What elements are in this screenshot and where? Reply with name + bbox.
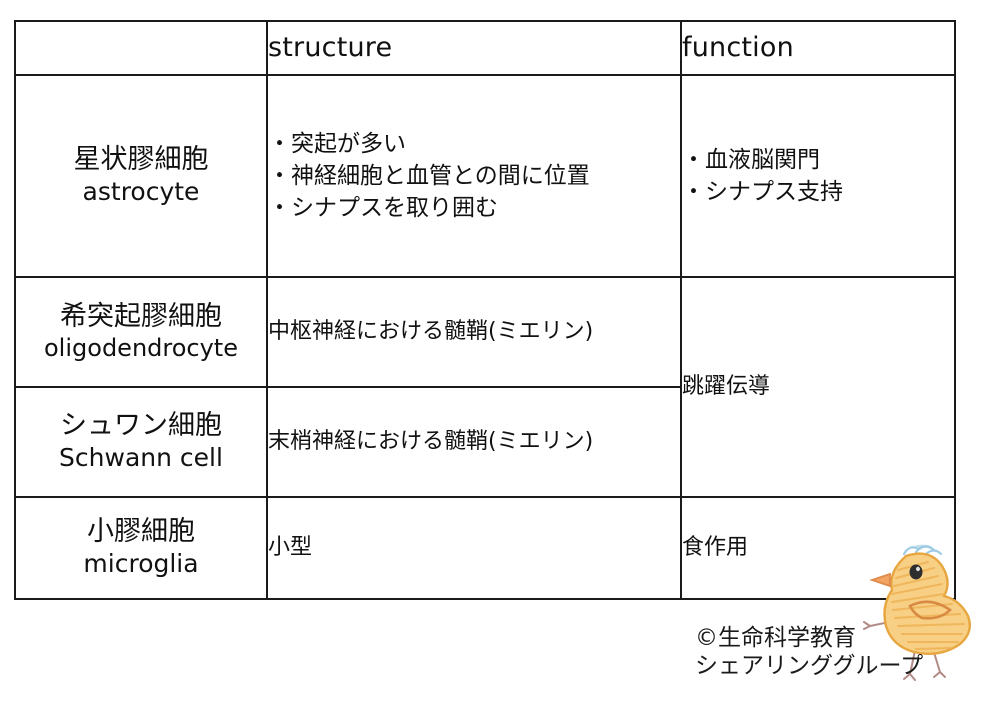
cell-function-astrocyte: ・血液脳関門 ・シナプス支持 — [680, 74, 956, 278]
cell-function-saltatory-conduction: 跳躍伝導 — [680, 276, 956, 498]
function-line: ・血液脳関門 — [682, 146, 820, 173]
cell-function-microglia: 食作用 — [680, 496, 956, 600]
header-cell-structure: structure — [266, 20, 682, 76]
chick-wing — [908, 600, 953, 620]
structure-line: ・神経細胞と血管との間に位置 — [268, 162, 590, 189]
header-cell-function: function — [680, 20, 956, 76]
cell-structure-astrocyte: ・突起が多い ・神経細胞と血管との間に位置 ・シナプスを取り囲む — [266, 74, 682, 278]
name-jp-astrocyte: 星状膠細胞 — [73, 144, 209, 176]
structure-line: 末梢神経における髄鞘(ミエリン) — [268, 429, 594, 455]
function-line: ・シナプス支持 — [682, 179, 843, 205]
credit-text: ©生命科学教育 シェアリンググループ — [695, 624, 975, 680]
cell-name-astrocyte: 星状膠細胞 astrocyte — [14, 74, 268, 278]
name-en-microglia: microglia — [83, 549, 199, 579]
name-en-oligodendrocyte: oligodendrocyte — [44, 333, 238, 362]
header-cell-blank — [14, 20, 268, 76]
cell-structure-oligodendrocyte: 中枢神経における髄鞘(ミエリン) — [266, 276, 682, 388]
table-row-microglia: 小膠細胞 microglia 小型 食作用 — [14, 496, 956, 600]
name-en-astrocyte: astrocyte — [82, 177, 200, 207]
table-row-schwann-cell: シュワン細胞 Schwann cell 末梢神経における髄鞘(ミエリン) — [14, 386, 955, 498]
structure-line: 小型 — [268, 535, 313, 561]
function-line: 食作用 — [682, 535, 749, 561]
table-row-astrocyte: 星状膠細胞 astrocyte ・突起が多い ・神経細胞と血管との間に位置 ・シ… — [14, 74, 956, 278]
cell-name-oligodendrocyte: 希突起膠細胞 oligodendrocyte — [14, 276, 268, 388]
name-jp-oligodendrocyte: 希突起膠細胞 — [60, 300, 222, 332]
table-row-oligodendrocyte: 希突起膠細胞 oligodendrocyte 中枢神経における髄鞘(ミエリン) … — [14, 276, 956, 498]
structure-line: 中枢神経における髄鞘(ミエリン) — [268, 319, 594, 345]
cell-name-microglia: 小膠細胞 microglia — [14, 496, 268, 600]
credit-line-1: ©生命科学教育 — [695, 625, 856, 651]
structure-line: ・突起が多い — [268, 130, 406, 157]
name-en-schwann-cell: Schwann cell — [59, 443, 223, 473]
function-line: 跳躍伝導 — [682, 374, 771, 400]
cell-name-schwann-cell: シュワン細胞 Schwann cell — [14, 386, 268, 498]
table-header-row: structure function — [14, 20, 956, 76]
cell-structure-schwann-cell: 末梢神経における髄鞘(ミエリン) — [266, 386, 682, 498]
cell-structure-microglia: 小型 — [266, 496, 682, 600]
name-jp-schwann-cell: シュワン細胞 — [60, 410, 222, 442]
glial-cells-table: structure function 星状膠細胞 astrocyte ・突起が多… — [14, 20, 956, 600]
name-jp-microglia: 小膠細胞 — [87, 516, 195, 548]
structure-line: ・シナプスを取り囲む — [268, 195, 498, 222]
credit-line-2: シェアリンググループ — [695, 653, 924, 680]
